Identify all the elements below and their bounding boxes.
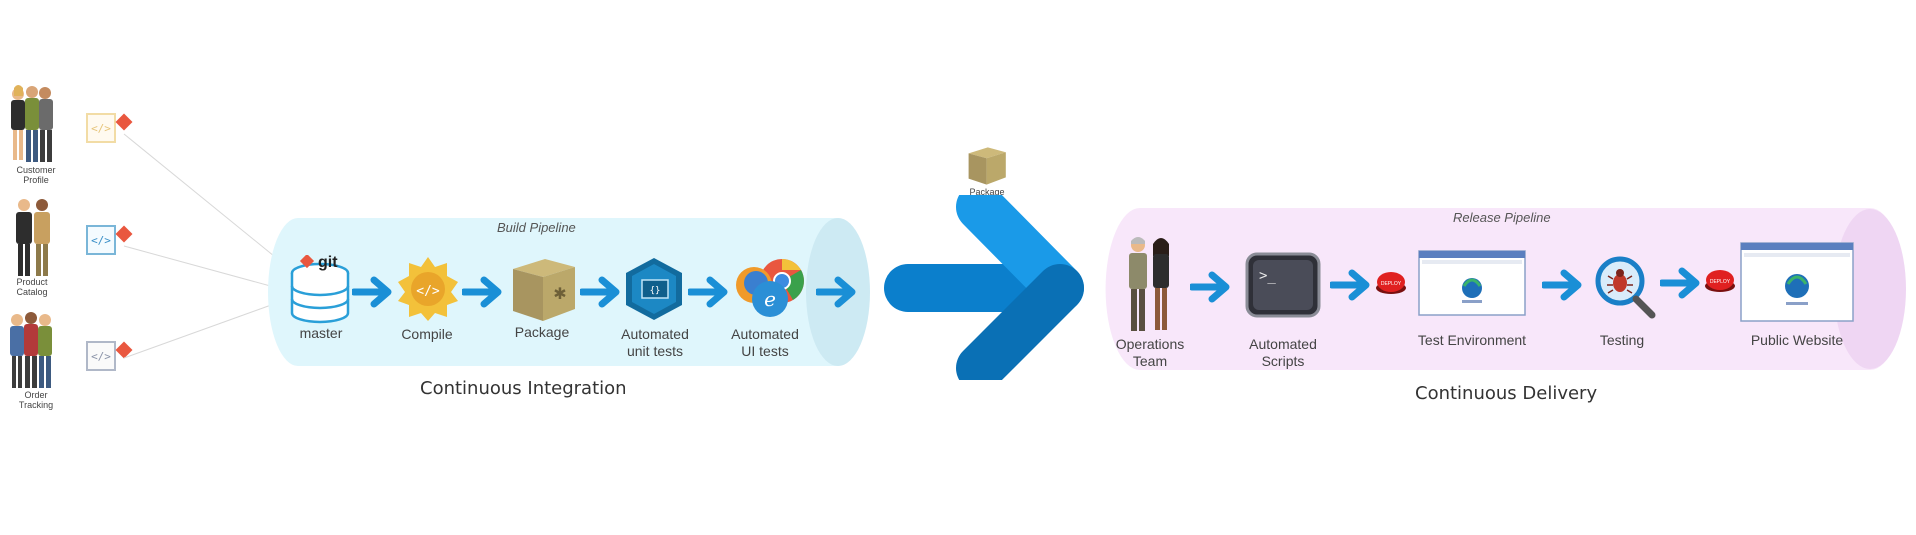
svg-text:</>: </> [91, 350, 111, 363]
handoff-package-label: Package [969, 187, 1005, 197]
code-repo-icon: </> [86, 340, 134, 377]
arrow-right-icon [688, 276, 728, 308]
svg-text:>_: >_ [1259, 268, 1276, 284]
svg-text:</>: </> [91, 234, 111, 247]
compile-icon: </> [395, 255, 461, 326]
stage-label-master: master [299, 325, 343, 341]
deploy-button-icon: DEPLOY [1375, 270, 1407, 301]
arrow-right-icon [462, 276, 502, 308]
svg-text:DEPLOY: DEPLOY [1381, 281, 1402, 287]
team-customer-profile [6, 82, 66, 182]
stage-label-package: Package [514, 324, 570, 340]
arrow-right-icon [1330, 269, 1370, 301]
test-environment-browser-icon [1418, 250, 1526, 321]
terminal-icon: >_ [1245, 252, 1321, 323]
code-repo-icon: </> [86, 112, 134, 149]
unit-test-icon: {} [622, 256, 686, 327]
browser-logos-icon: e [730, 255, 810, 330]
svg-text:</>: </> [416, 284, 440, 299]
svg-text:e: e [764, 287, 776, 311]
svg-text:{}: {} [650, 286, 661, 296]
build-pipeline-title: Build Pipeline [497, 220, 576, 235]
team-order-tracking [6, 308, 66, 408]
arrow-right-icon [1542, 269, 1582, 301]
continuous-integration-label: Continuous Integration [420, 378, 627, 399]
people-group-icon [10, 312, 52, 388]
svg-text:</>: </> [91, 122, 111, 135]
stage-label-public-website: Public Website [1750, 332, 1844, 348]
continuous-delivery-label: Continuous Delivery [1415, 383, 1598, 404]
stage-label-test-env: Test Environment [1417, 332, 1527, 348]
stage-label-testing: Testing [1599, 332, 1645, 348]
arrow-right-icon [1660, 267, 1700, 299]
git-repo-icon [290, 253, 360, 335]
big-arrow-icon [884, 195, 1084, 380]
package-box-icon [962, 145, 1010, 192]
bug-magnifier-icon [1594, 255, 1656, 324]
arrow-right-icon [352, 276, 392, 308]
git-label: git [318, 254, 338, 271]
deploy-button-icon: DEPLOY [1704, 268, 1736, 299]
arrow-right-icon [1190, 271, 1230, 303]
team-product-catalog [10, 195, 70, 295]
code-repo-icon: </> [86, 224, 134, 261]
public-website-browser-icon [1740, 242, 1854, 327]
people-group-icon [16, 199, 50, 276]
package-box-icon: ✱ [505, 255, 579, 330]
people-group-icon [11, 85, 53, 162]
arrow-right-icon [816, 276, 856, 308]
stage-label-compile: Compile [401, 326, 453, 342]
arrow-right-icon [580, 276, 620, 308]
operations-team-icon [1126, 235, 1174, 340]
svg-text:DEPLOY: DEPLOY [1710, 279, 1731, 285]
release-pipeline-title: Release Pipeline [1453, 210, 1551, 225]
svg-text:✱: ✱ [553, 284, 566, 303]
